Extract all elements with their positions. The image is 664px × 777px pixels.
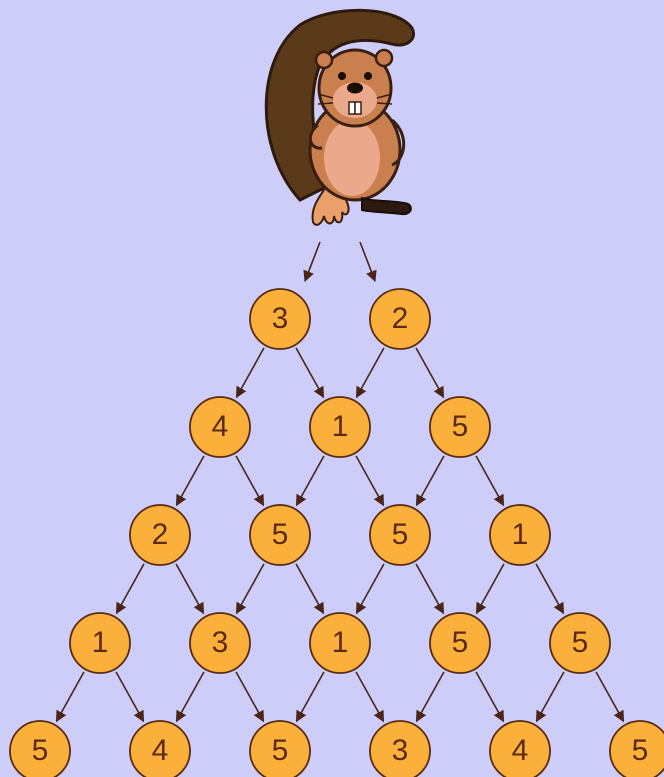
arrow-r3-1-to-2 bbox=[235, 671, 265, 723]
node-r2-0: 2 bbox=[129, 504, 191, 566]
node-r4-5: 5 bbox=[609, 720, 664, 777]
node-label: 1 bbox=[92, 626, 109, 659]
node-label: 4 bbox=[512, 734, 529, 767]
arrow-r1-0-to-0 bbox=[175, 455, 205, 507]
node-label: 5 bbox=[452, 626, 469, 659]
node-r0-0: 3 bbox=[249, 288, 311, 350]
arrow-r3-3-to-3 bbox=[415, 671, 445, 723]
node-circle bbox=[9, 720, 71, 777]
node-label: 1 bbox=[332, 410, 349, 443]
node-label: 5 bbox=[572, 626, 589, 659]
node-label: 3 bbox=[272, 302, 289, 335]
node-r3-0: 1 bbox=[69, 612, 131, 674]
arrow-r3-2-to-2 bbox=[295, 671, 325, 723]
node-circle bbox=[309, 396, 371, 458]
arrow-r3-3-to-4 bbox=[475, 671, 505, 723]
node-r3-4: 5 bbox=[549, 612, 611, 674]
arrow-r0-1-to-2 bbox=[415, 347, 445, 399]
arrow-r0-0-to-1 bbox=[295, 347, 325, 399]
node-circle bbox=[249, 288, 311, 350]
arrow-r3-1-to-1 bbox=[175, 671, 205, 723]
node-circle bbox=[489, 504, 551, 566]
node-label: 1 bbox=[512, 518, 529, 551]
node-r2-2: 5 bbox=[369, 504, 431, 566]
arrow-r2-3-to-4 bbox=[535, 563, 565, 615]
arrow-r1-2-to-2 bbox=[415, 455, 445, 507]
node-label: 1 bbox=[332, 626, 349, 659]
arrow-r3-4-to-5 bbox=[595, 671, 625, 723]
arrow-r3-0-to-0 bbox=[55, 671, 85, 723]
node-circle bbox=[69, 612, 131, 674]
nodes-layer: 3 2 4 1 5 2 5 5 1 1 3 1 5 5 5 4 5 3 4 5 bbox=[9, 288, 664, 777]
arrow-r2-0-to-1 bbox=[175, 563, 205, 615]
node-circle bbox=[129, 720, 191, 777]
node-circle bbox=[489, 720, 551, 777]
node-r0-1: 2 bbox=[369, 288, 431, 350]
node-r4-3: 3 bbox=[369, 720, 431, 777]
arrow-r2-2-to-2 bbox=[355, 563, 385, 615]
arrow-r2-1-to-1 bbox=[235, 563, 265, 615]
node-label: 5 bbox=[272, 734, 289, 767]
node-label: 5 bbox=[452, 410, 469, 443]
node-circle bbox=[189, 612, 251, 674]
node-label: 4 bbox=[152, 734, 169, 767]
node-r2-3: 1 bbox=[489, 504, 551, 566]
node-label: 2 bbox=[392, 302, 409, 335]
node-circle bbox=[369, 720, 431, 777]
node-circle bbox=[369, 288, 431, 350]
arrow-start-1 bbox=[359, 241, 377, 283]
node-label: 4 bbox=[212, 410, 229, 443]
node-r4-2: 5 bbox=[249, 720, 311, 777]
arrow-r0-0-to-0 bbox=[235, 347, 265, 399]
node-r3-2: 1 bbox=[309, 612, 371, 674]
beaver-icon bbox=[264, 8, 415, 226]
node-circle bbox=[129, 504, 191, 566]
arrow-r2-2-to-3 bbox=[415, 563, 445, 615]
node-label: 3 bbox=[212, 626, 229, 659]
node-r4-4: 4 bbox=[489, 720, 551, 777]
node-label: 2 bbox=[152, 518, 169, 551]
node-circle bbox=[309, 612, 371, 674]
arrow-r1-1-to-2 bbox=[355, 455, 385, 507]
node-r4-1: 4 bbox=[129, 720, 191, 777]
node-label: 5 bbox=[32, 734, 49, 767]
arrow-r3-0-to-1 bbox=[115, 671, 145, 723]
arrow-r1-1-to-1 bbox=[295, 455, 325, 507]
node-circle bbox=[549, 612, 611, 674]
node-circle bbox=[429, 612, 491, 674]
arrow-r1-2-to-3 bbox=[475, 455, 505, 507]
node-circle bbox=[249, 504, 311, 566]
node-circle bbox=[189, 396, 251, 458]
arrows-layer bbox=[55, 241, 625, 723]
arrow-r3-2-to-3 bbox=[355, 671, 385, 723]
arrow-r2-1-to-2 bbox=[295, 563, 325, 615]
arrow-start-0 bbox=[303, 241, 321, 283]
node-circle bbox=[429, 396, 491, 458]
node-r1-2: 5 bbox=[429, 396, 491, 458]
node-circle bbox=[369, 504, 431, 566]
node-r3-3: 5 bbox=[429, 612, 491, 674]
arrow-r2-0-to-0 bbox=[115, 563, 145, 615]
arrow-r1-0-to-1 bbox=[235, 455, 265, 507]
arrow-r0-1-to-1 bbox=[355, 347, 385, 399]
arrow-r2-3-to-3 bbox=[475, 563, 505, 615]
node-r4-0: 5 bbox=[9, 720, 71, 777]
node-label: 3 bbox=[392, 734, 409, 767]
arrow-r3-4-to-4 bbox=[535, 671, 565, 723]
node-r1-0: 4 bbox=[189, 396, 251, 458]
node-label: 5 bbox=[392, 518, 409, 551]
node-r3-1: 3 bbox=[189, 612, 251, 674]
node-circle bbox=[609, 720, 664, 777]
node-label: 5 bbox=[272, 518, 289, 551]
node-r2-1: 5 bbox=[249, 504, 311, 566]
node-r1-1: 1 bbox=[309, 396, 371, 458]
node-label: 5 bbox=[632, 734, 649, 767]
node-circle bbox=[249, 720, 311, 777]
